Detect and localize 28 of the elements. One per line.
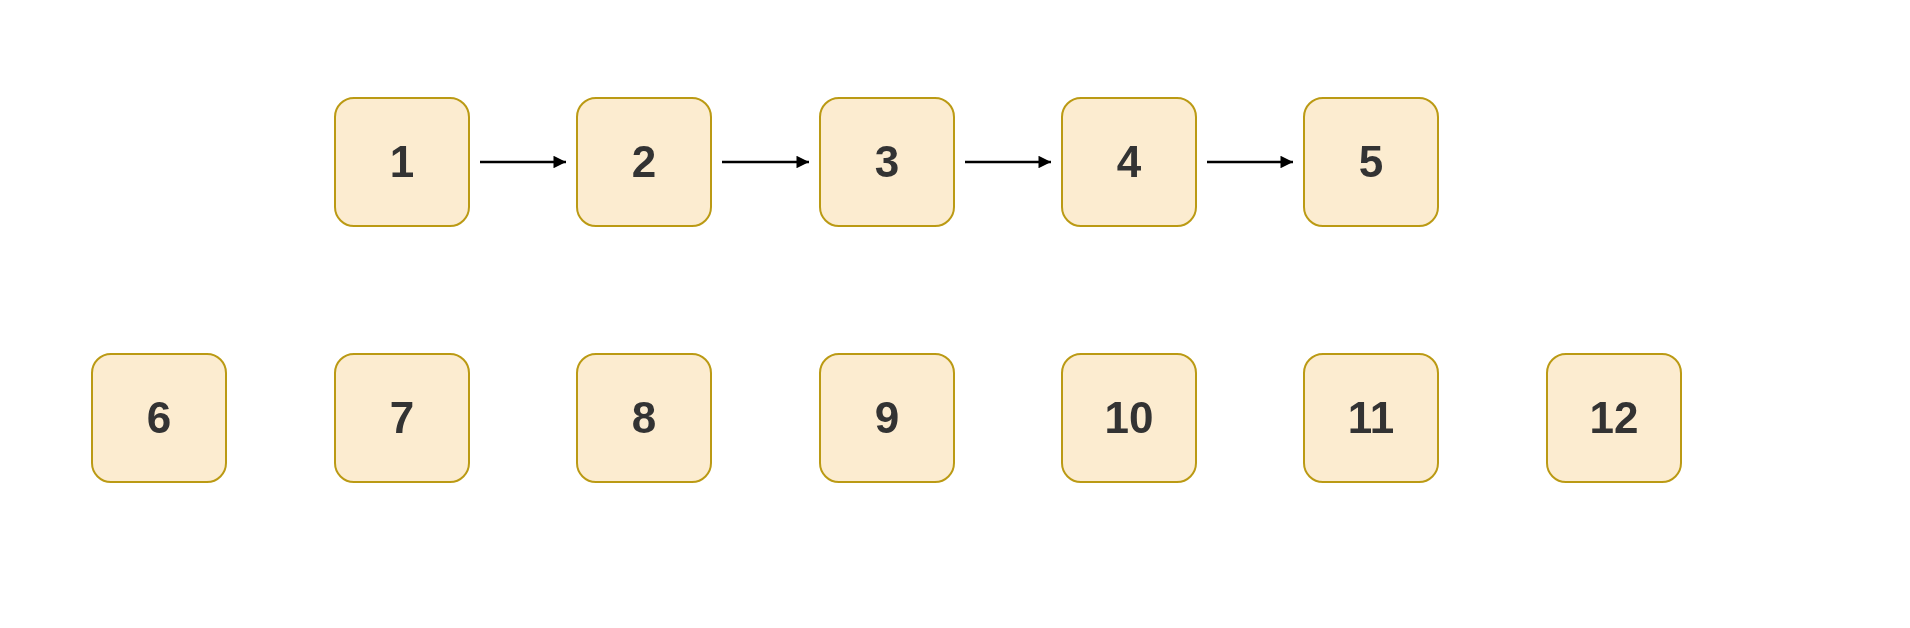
arrow — [965, 155, 1051, 169]
box-number: 2 — [631, 137, 657, 187]
box-number: 9 — [874, 393, 900, 443]
rounded-box — [819, 97, 955, 227]
rounded-box — [1303, 353, 1439, 483]
box-number: 7 — [389, 393, 415, 443]
rounded-box — [1546, 353, 1682, 483]
rounded-box — [1303, 97, 1439, 227]
arrow — [722, 155, 809, 169]
box-number: 12 — [1589, 393, 1639, 443]
box-number: 5 — [1358, 137, 1384, 187]
rounded-box — [334, 353, 470, 483]
rounded-box — [334, 97, 470, 227]
rounded-box — [576, 353, 712, 483]
rounded-box — [576, 97, 712, 227]
rounded-box — [91, 353, 227, 483]
box-number: 3 — [874, 137, 900, 187]
rounded-box — [1061, 97, 1197, 227]
box-number: 6 — [146, 393, 172, 443]
arrow — [480, 155, 566, 169]
box-number: 8 — [631, 393, 657, 443]
arrow — [1207, 155, 1293, 169]
box-number: 1 — [389, 137, 415, 187]
rounded-box — [1061, 353, 1197, 483]
rounded-box — [819, 353, 955, 483]
box-number: 10 — [1104, 393, 1154, 443]
box-number: 4 — [1116, 137, 1142, 187]
box-number: 11 — [1347, 393, 1395, 443]
